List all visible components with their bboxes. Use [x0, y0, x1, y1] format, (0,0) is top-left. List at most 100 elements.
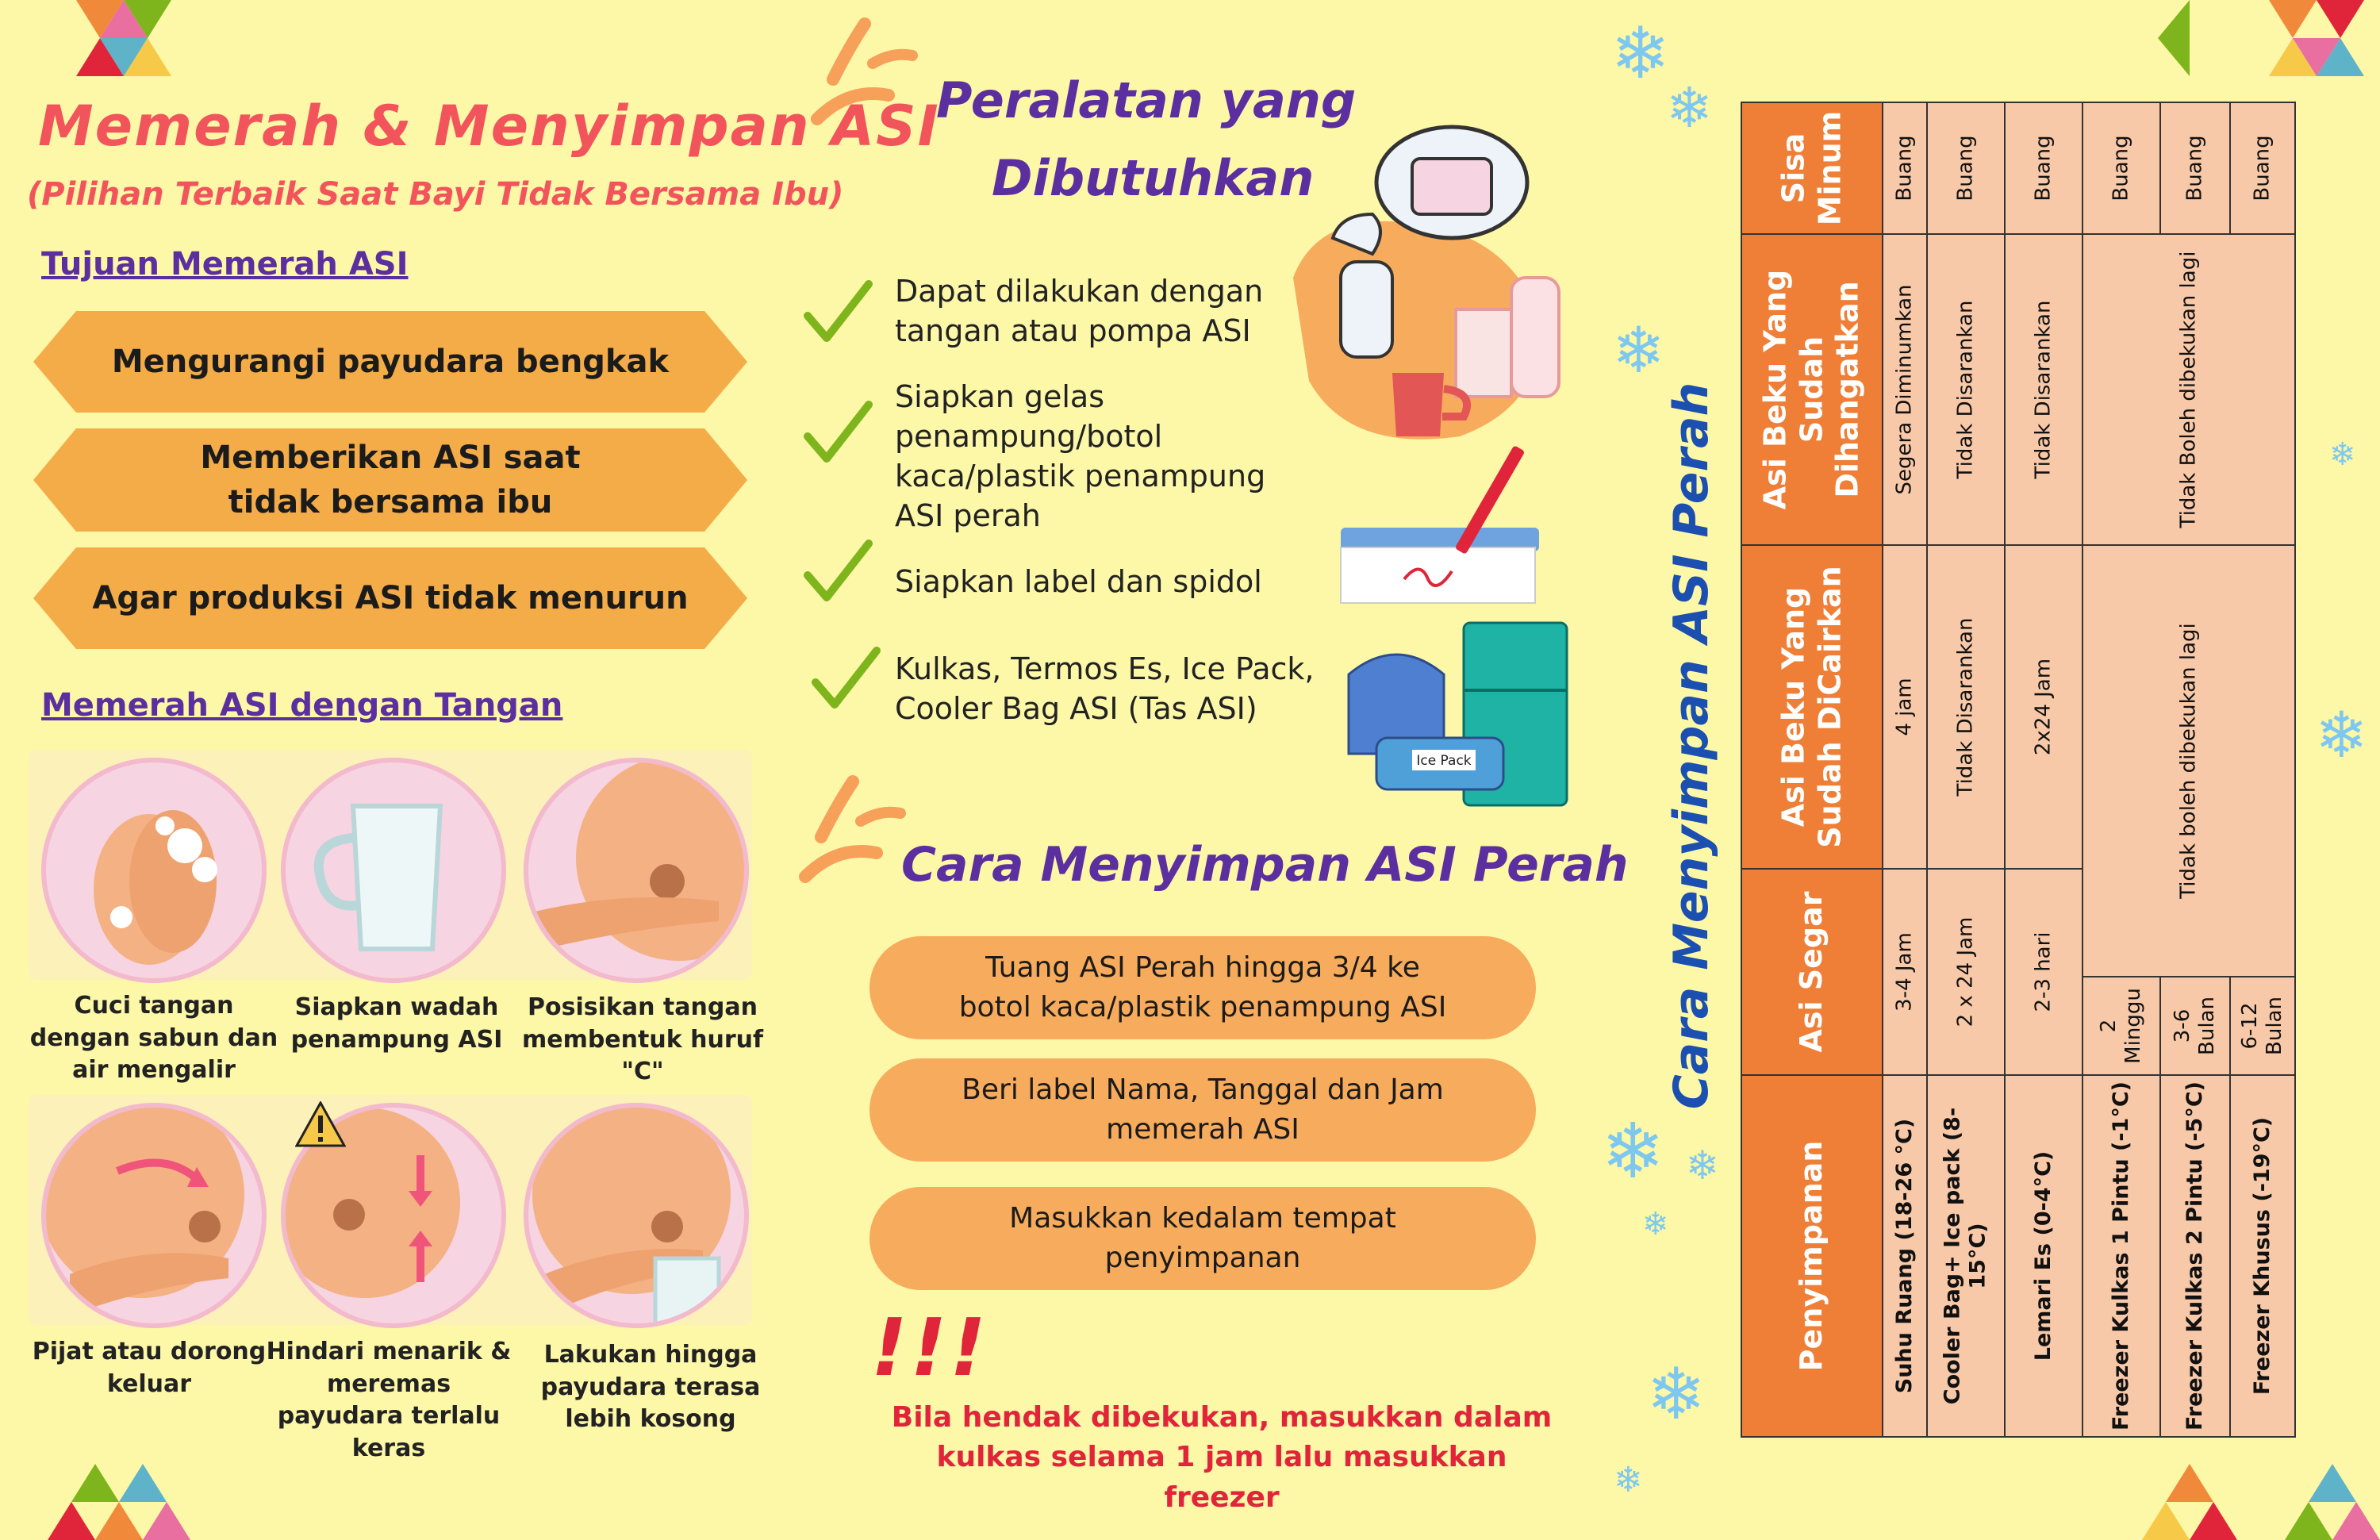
- storage-step: Beri label Nama, Tanggal dan Jam memerah…: [869, 1058, 1536, 1162]
- step-label: Lakukan hingga payudara terasa lebih kos…: [540, 1341, 761, 1433]
- header-beku-hangat: Asi Beku Yang Sudah Dihangatkan: [1741, 233, 1883, 546]
- cell-beku-cair: Tidak Disarankan: [1926, 544, 2006, 870]
- snowflake-icon: ❄: [2315, 698, 2369, 772]
- corner-triangles-bottom-right: [2142, 1464, 2380, 1540]
- table-vertical-title: Cara Menyimpan ASI Perah: [1664, 382, 1719, 1110]
- breast-press-icon: [286, 1108, 460, 1298]
- purpose-item-label: Memberikan ASI saat tidak bersama ibu: [200, 440, 581, 520]
- step-c-hand-image: [524, 758, 749, 983]
- label-and-marker-illustration: [1340, 446, 1539, 604]
- cell-place: Freezer Khusus (-19°C): [2229, 1074, 2296, 1438]
- storage-step: Tuang ASI Perah hingga 3/4 ke botol kaca…: [869, 936, 1536, 1039]
- step-label: Posisikan tangan membentuk huruf "C": [521, 993, 764, 1085]
- storage-heading: Cara Menyimpan ASI Perah: [901, 837, 1629, 893]
- equipment-item: Dapat dilakukan dengan tangan atau pompa…: [895, 274, 1264, 349]
- equipment-heading: Peralatan yang: [936, 71, 1357, 129]
- storage-step-label: Beri label Nama, Tanggal dan Jam memerah…: [962, 1073, 1444, 1146]
- hand-expression-heading[interactable]: Memerah ASI dengan Tangan: [41, 687, 563, 724]
- cell-sisa: Buang: [2159, 102, 2231, 235]
- equipment-heading-line2: Dibutuhkan: [992, 149, 1315, 207]
- purpose-heading[interactable]: Tujuan Memerah ASI: [41, 246, 409, 282]
- purpose-item: Agar produksi ASI tidak menurun: [33, 547, 747, 649]
- equipment-item: Kulkas, Termos Es, Ice Pack, Cooler Bag …: [895, 651, 1315, 727]
- cell-sisa: Buang: [1926, 102, 2006, 235]
- splash-decoration-icon: [811, 17, 918, 125]
- cell-segar: 2 x 24 Jam: [1926, 868, 2006, 1076]
- cell-segar: 6-12 Bulan: [2229, 976, 2296, 1076]
- equipment-item: Siapkan gelas penampung/botol kaca/plast…: [895, 379, 1266, 534]
- step-avoid-image: [281, 1103, 506, 1328]
- cell-beku-cair: 4 jam: [1882, 544, 1928, 870]
- cell-segar: 3-6 Bulan: [2159, 976, 2231, 1076]
- equipment-item: Siapkan label dan spidol: [895, 564, 1262, 599]
- purpose-item: Mengurangi payudara bengkak: [33, 311, 747, 413]
- purpose-item-label: Mengurangi payudara bengkak: [111, 344, 670, 380]
- header-penyimpanan: Penyimpanan: [1741, 1074, 1883, 1438]
- corner-triangles-bottom-left: [48, 1464, 190, 1540]
- checkmark-icon: [804, 540, 873, 601]
- step-label: Pijat atau dorong keluar: [32, 1338, 267, 1398]
- cell-place: Freezer Kulkas 2 Pintu (-5°C): [2159, 1074, 2231, 1438]
- cell-beku-hangat: Tidak Disarankan: [2004, 233, 2083, 546]
- cell-beku-cair-merged: Tidak boleh dibekukan lagi: [2082, 544, 2296, 977]
- cell-beku-hangat: Tidak Disarankan: [1926, 233, 2006, 546]
- cell-beku-hangat-merged: Tidak Boleh dibekukan lagi: [2082, 233, 2296, 546]
- ice-pack-label: Ice Pack: [1416, 753, 1471, 769]
- cell-segar: 2 Minggu: [2082, 976, 2161, 1076]
- snowflake-icon: ❄: [1666, 75, 1713, 140]
- glass-container-icon: [313, 804, 443, 951]
- step-hand-wash-image: [41, 758, 267, 983]
- snowflake-icon: ❄: [1612, 313, 1666, 387]
- snowflake-icon: ❄: [2329, 436, 2356, 473]
- header-beku-cair: Asi Beku Yang Sudah DiCairkan: [1741, 544, 1883, 870]
- step-label: Siapkan wadah penampung ASI: [290, 993, 503, 1054]
- collect-milk-icon: [532, 1108, 731, 1323]
- cell-place: Suhu Ruang (18-26 °C): [1882, 1074, 1928, 1438]
- page-subtitle: (Pilihan Terbaik Saat Bayi Tidak Bersama…: [27, 176, 844, 213]
- splash-decoration-icon: [799, 775, 906, 883]
- checkmark-icon: [812, 647, 881, 709]
- snowflake-icon: ❄: [1686, 1143, 1719, 1189]
- corner-triangles-top-right: [2158, 0, 2364, 76]
- massage-icon: [46, 1108, 244, 1315]
- step-label: Hindari menarik & meremas payudara terla…: [266, 1338, 512, 1462]
- step-label: Cuci tangan dengan sabun dan air mengali…: [29, 992, 278, 1084]
- step-container-image: [281, 758, 506, 983]
- warning-icon: [295, 1101, 346, 1147]
- cell-sisa: Buang: [2229, 102, 2296, 235]
- breast-pump-illustration: [1293, 125, 1560, 440]
- fridge-cooler-bag-illustration: Ice Pack: [1347, 621, 1568, 807]
- cell-segar: 3-4 Jam: [1882, 868, 1928, 1076]
- page-title: Memerah & Menyimpan ASI: [38, 94, 940, 159]
- purpose-item-label: Agar produksi ASI tidak menurun: [92, 580, 689, 616]
- purpose-item: Memberikan ASI saat tidak bersama ibu: [33, 428, 747, 532]
- cell-beku-hangat: Segera Diminumkan: [1882, 233, 1928, 546]
- cell-place: Freezer Kulkas 1 Pintu (-1°C): [2082, 1074, 2161, 1438]
- cell-place: Lemari Es (0-4°C): [2004, 1074, 2083, 1438]
- storage-step-label: Tuang ASI Perah hingga 3/4 ke botol kaca…: [958, 950, 1447, 1023]
- cell-sisa: Buang: [2004, 102, 2083, 235]
- warning-exclamation-icon: !!!: [871, 1301, 989, 1394]
- hand-wash-icon: [94, 810, 217, 965]
- checkmark-icon: [804, 280, 873, 342]
- snowflake-icon: ❄: [1642, 1206, 1669, 1242]
- cell-sisa: Buang: [2082, 102, 2161, 235]
- snowflake-icon: ❄: [1646, 1353, 1706, 1436]
- cell-beku-cair: 2x24 Jam: [2004, 544, 2083, 870]
- cell-segar: 2-3 hari: [2004, 868, 2083, 1076]
- freezer-warning-text: Bila hendak dibekukan, masukkan dalam ku…: [891, 1401, 1553, 1514]
- header-segar: Asi Segar: [1741, 868, 1883, 1076]
- step-massage-image: [41, 1103, 267, 1328]
- cell-sisa: Buang: [1882, 102, 1928, 235]
- storage-step-label: Masukkan kedalam tempat penyimpanan: [1009, 1201, 1396, 1274]
- cell-place: Cooler Bag+ Ice pack (8-15°C): [1926, 1074, 2006, 1438]
- step-empty-image: [524, 1103, 749, 1328]
- checkmark-icon: [804, 401, 873, 463]
- header-sisa: Sisa Minum: [1741, 102, 1883, 235]
- snowflake-icon: ❄: [1610, 12, 1671, 95]
- snowflake-icon: ❄: [1601, 1107, 1665, 1196]
- corner-triangles-top-left: [76, 0, 171, 76]
- storage-table: Sisa Minum Asi Beku Yang Sudah Dihangatk…: [1741, 102, 2296, 1438]
- snowflake-icon: ❄: [1614, 1460, 1643, 1500]
- storage-step: Masukkan kedalam tempat penyimpanan: [869, 1187, 1536, 1290]
